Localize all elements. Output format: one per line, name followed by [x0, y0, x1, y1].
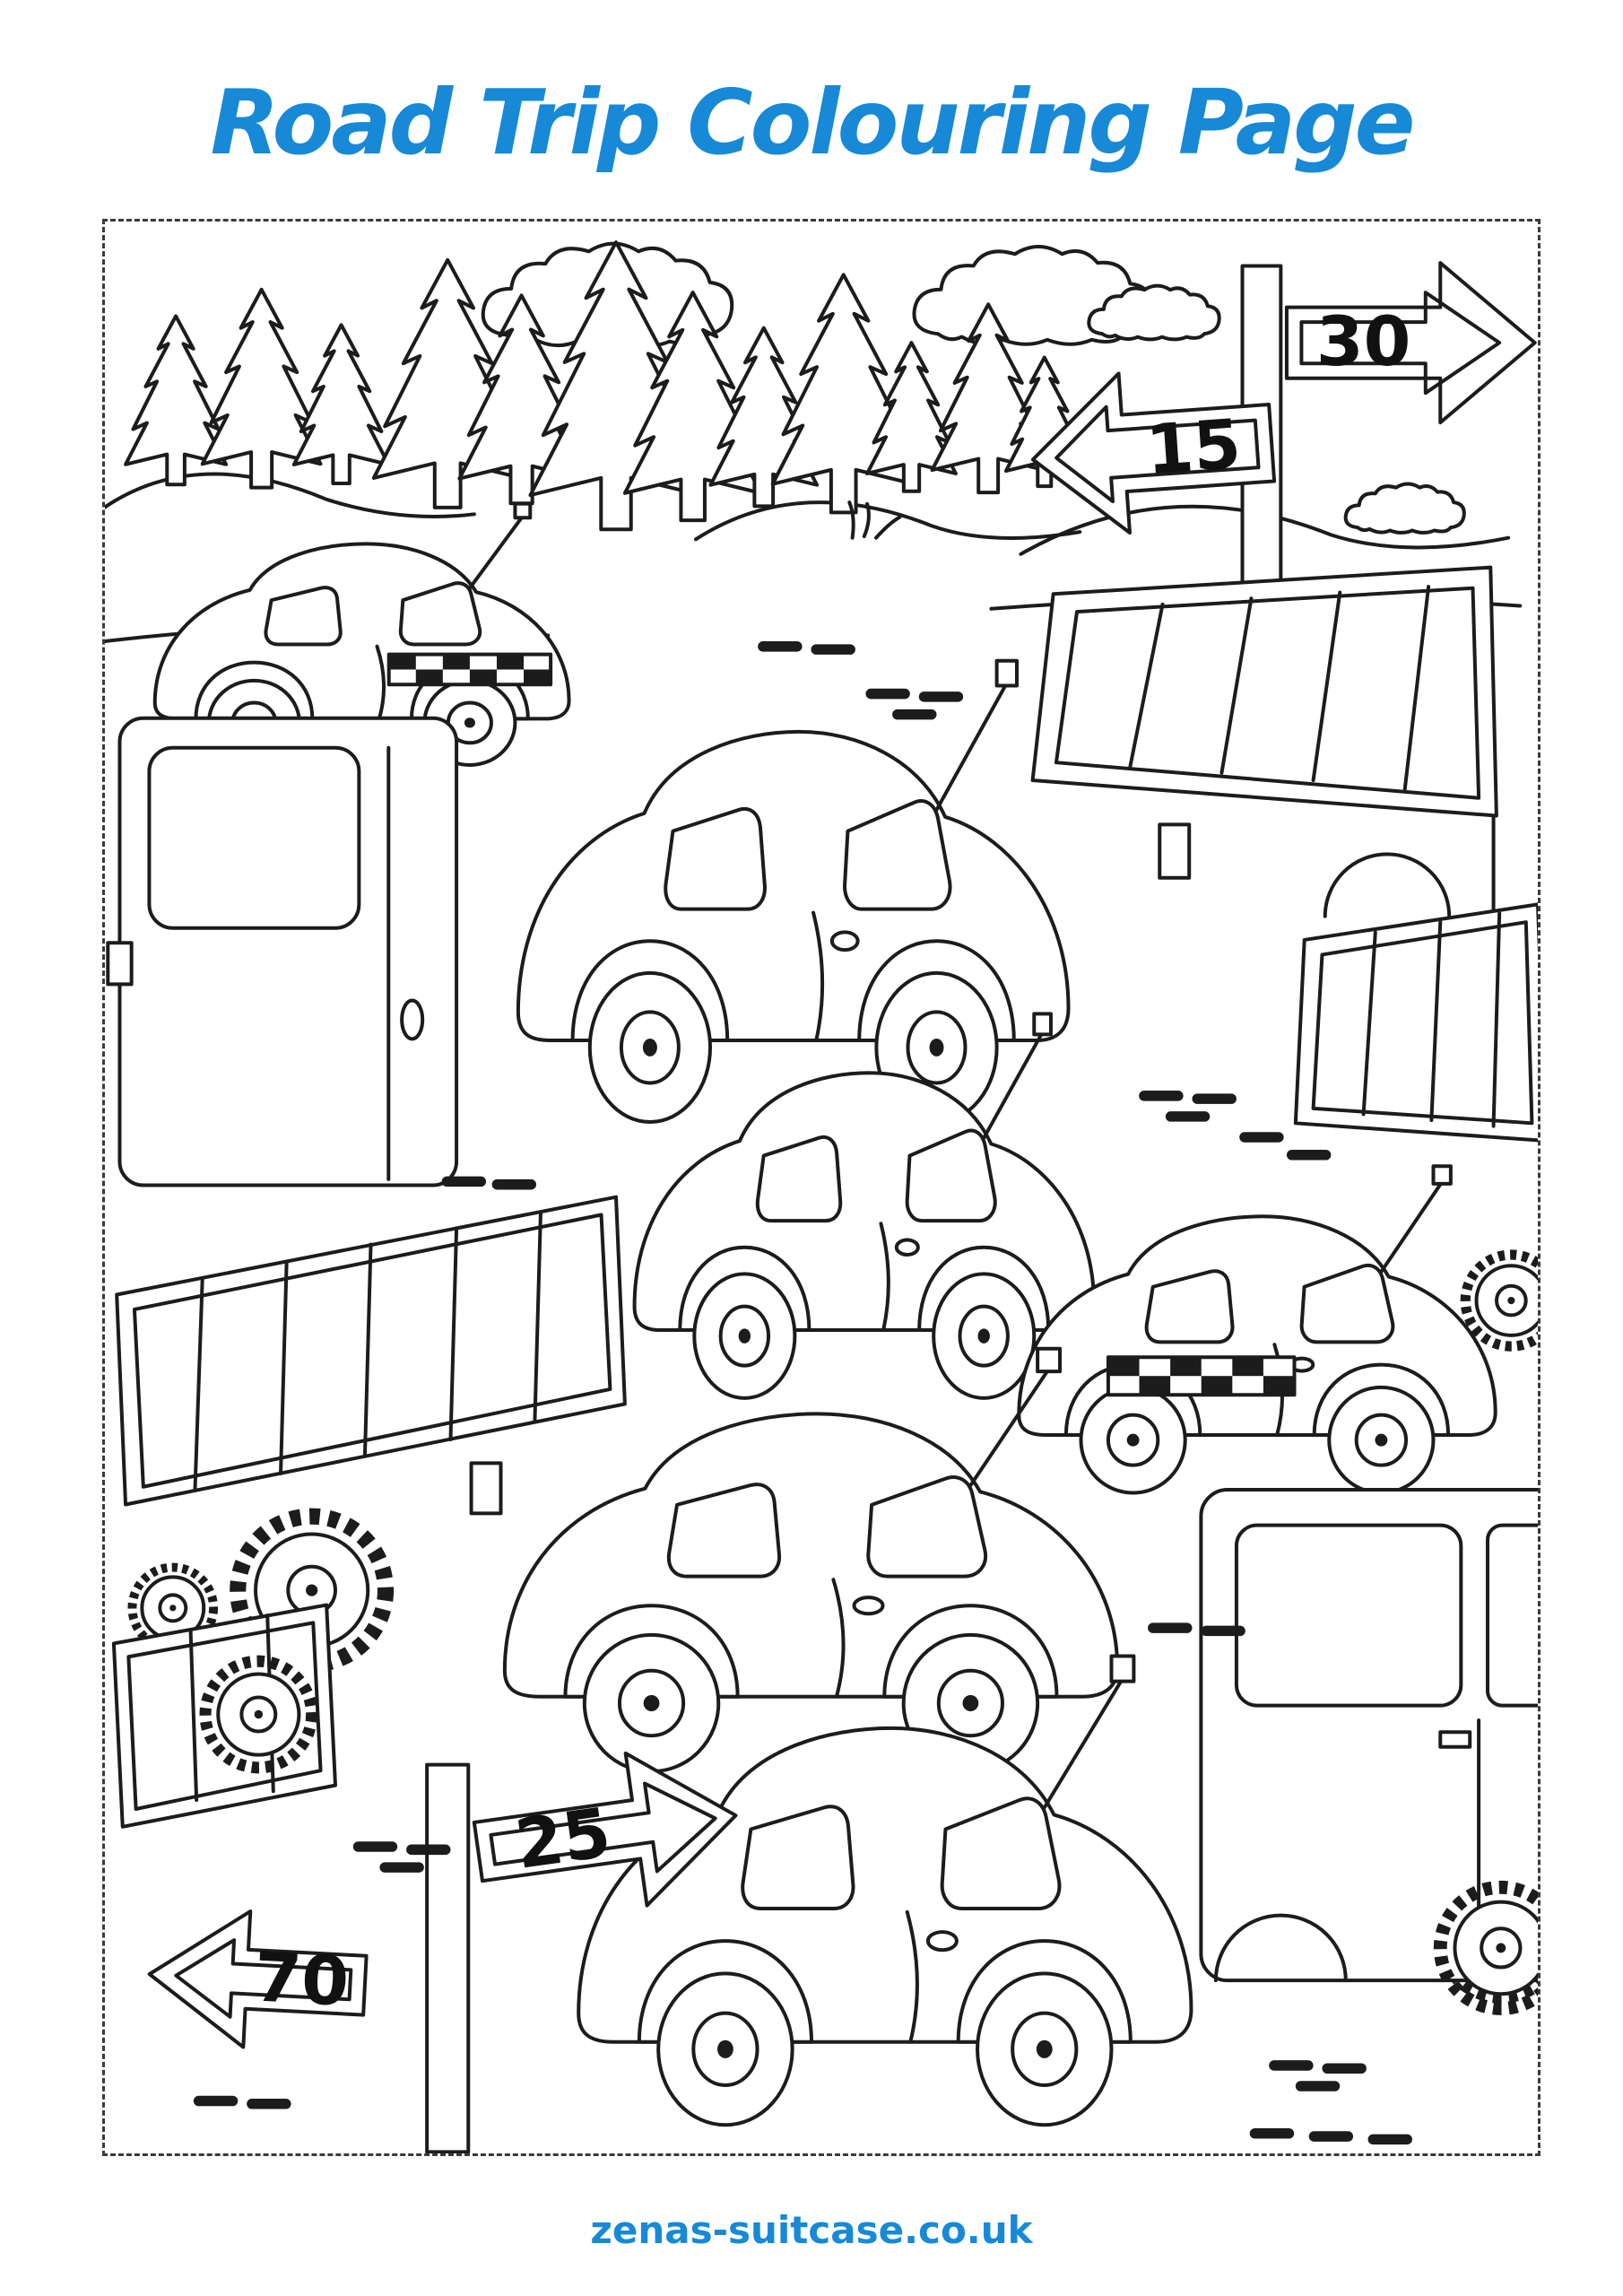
taxi-car: [1019, 1166, 1495, 1492]
gear-wheel-icon: [205, 1661, 312, 1768]
speed-sign-70: 70: [146, 1906, 369, 2053]
art-frame: 30 15: [102, 219, 1541, 2156]
mound: [1344, 482, 1466, 535]
page-title: Road Trip Colouring Page: [210, 70, 1415, 175]
site-url: zenas-suitcase.co.uk: [590, 2208, 1033, 2252]
speed-sign-15: 15: [1028, 363, 1278, 539]
pine-tree-icon: [294, 325, 388, 483]
sign-30-value: 30: [1316, 302, 1410, 381]
sign-25-value: 25: [511, 1793, 616, 1884]
sign-70-value: 70: [252, 1937, 351, 2021]
gear-wheel-icon: [1465, 1255, 1538, 1346]
van-left: [108, 718, 456, 1186]
colouring-scene: 30 15: [105, 222, 1538, 2153]
sign-15-value: 15: [1143, 404, 1243, 490]
truck-trailer-left: [117, 1197, 625, 1514]
grass-tuft: [849, 502, 899, 538]
speed-sign-30: 30: [1287, 263, 1535, 422]
taxi-checker-band: [1108, 1357, 1295, 1395]
taxi-checker-band: [389, 655, 551, 685]
speed-sign-25: 25: [427, 1739, 746, 2152]
jeep-right: [1201, 1490, 1538, 2008]
forest: [126, 242, 1083, 529]
beetle-car: [518, 661, 1069, 1122]
truck-panel-right: [1296, 904, 1538, 1141]
